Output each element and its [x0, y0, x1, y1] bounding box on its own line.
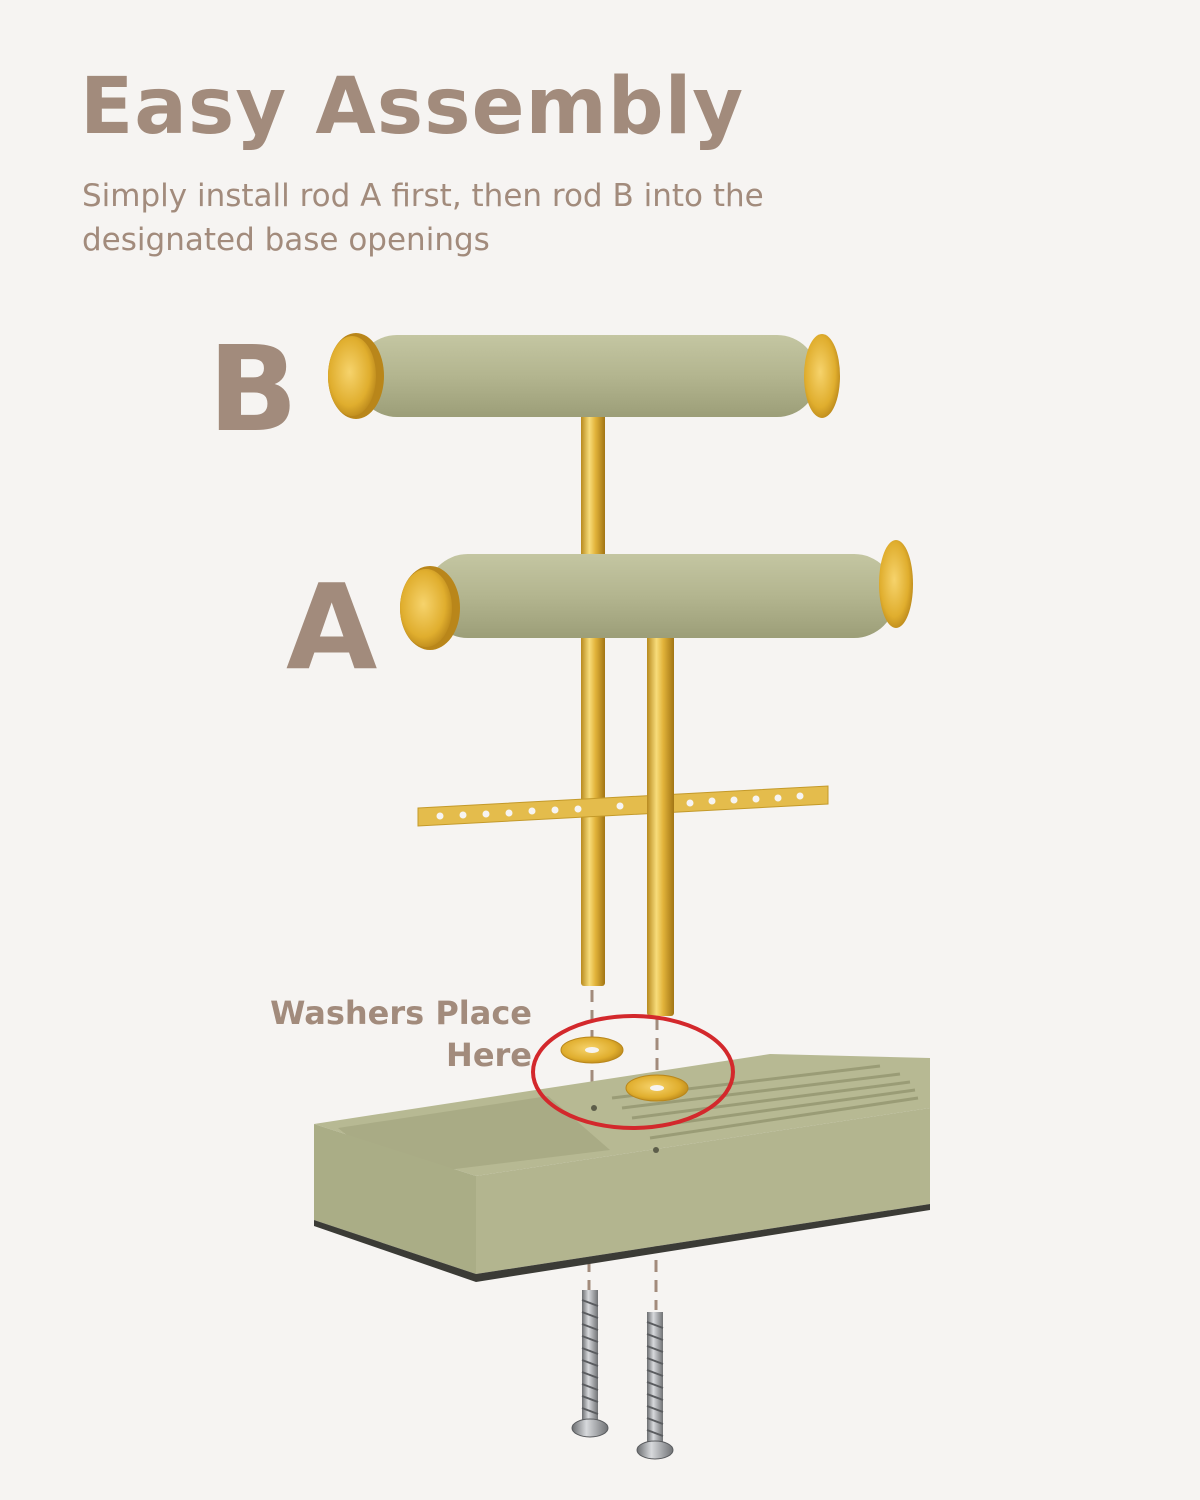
rod-b-label: B	[208, 320, 298, 458]
screw-right	[636, 1312, 674, 1460]
page-title: Easy Assembly	[80, 62, 745, 152]
rod-b-post	[581, 402, 605, 986]
rod-a-post	[647, 624, 674, 1016]
washers-highlight-circle	[531, 1014, 735, 1130]
washers-callout-line1: Washers Place	[270, 994, 532, 1032]
page-subtitle: Simply install rod A first, then rod B i…	[82, 178, 764, 258]
rod-b-bar	[328, 333, 840, 419]
rod-a-label: A	[286, 558, 378, 696]
rod-a-bar	[400, 540, 913, 650]
washers-callout-line2: Here	[446, 1036, 532, 1074]
washer-b	[560, 1036, 624, 1064]
washer-a	[625, 1074, 689, 1102]
washers-callout: Washers Place Here	[270, 992, 532, 1076]
base-tray	[314, 1054, 930, 1282]
earring-bar	[417, 785, 829, 827]
screw-left	[571, 1290, 609, 1438]
